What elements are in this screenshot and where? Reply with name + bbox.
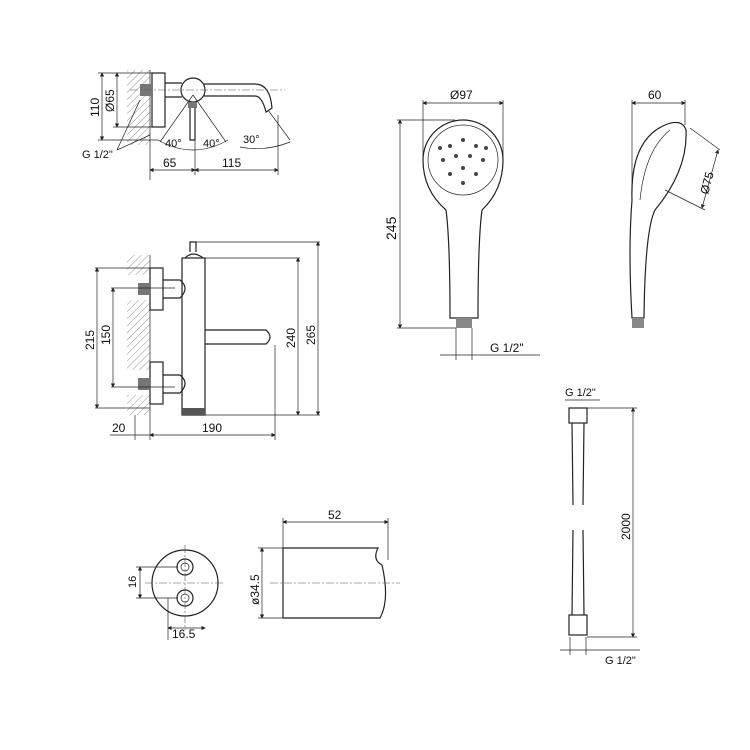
dim-115: 115 bbox=[222, 156, 241, 170]
dim-52: 52 bbox=[328, 508, 342, 522]
dim-d65: Ø65 bbox=[103, 89, 117, 112]
dim-240: 240 bbox=[284, 328, 298, 348]
dim-d97: Ø97 bbox=[450, 88, 473, 102]
dim-20: 20 bbox=[112, 421, 126, 435]
mixer-view: 215 150 240 265 20 190 bbox=[83, 241, 321, 440]
dim-190: 190 bbox=[202, 421, 222, 435]
angle-spout: 30° bbox=[243, 134, 260, 146]
holder-side: ø34.5 52 bbox=[248, 508, 400, 619]
thread-label: G 1/2" bbox=[82, 149, 113, 161]
angle-right: 40° bbox=[203, 138, 220, 150]
spray-nozzles bbox=[438, 138, 488, 185]
dim-65: 65 bbox=[163, 156, 177, 170]
dim-265: 265 bbox=[304, 325, 318, 345]
hand-shower-side: 60 Ø75 bbox=[629, 88, 721, 328]
angle-left: 40° bbox=[165, 138, 182, 150]
dim-215: 215 bbox=[83, 330, 97, 350]
thread-label: G 1/2" bbox=[490, 341, 524, 355]
flange bbox=[151, 72, 166, 128]
dim-d34-5: ø34.5 bbox=[248, 574, 262, 605]
dim-16-5: 16.5 bbox=[172, 627, 196, 641]
dim-150: 150 bbox=[99, 325, 113, 345]
dim-245: 245 bbox=[383, 216, 399, 240]
wall-hatch bbox=[127, 70, 150, 145]
thread-top-label: G 1/2" bbox=[565, 387, 596, 399]
thread-bottom-label: G 1/2" bbox=[605, 655, 636, 667]
dim-60: 60 bbox=[648, 88, 662, 102]
dim-2000: 2000 bbox=[619, 513, 633, 540]
holder-plate: 16 16.5 bbox=[127, 545, 225, 641]
dim-16: 16 bbox=[127, 576, 139, 588]
spout-view: 110 Ø65 G 1/2" 40° 40° 30° 65 115 bbox=[82, 70, 291, 180]
shower-hose: G 1/2" 2000 G 1/2" bbox=[560, 387, 640, 667]
spout bbox=[204, 83, 273, 113]
dim-d75: Ø75 bbox=[697, 170, 716, 196]
lever bbox=[205, 329, 271, 345]
dim-110: 110 bbox=[88, 98, 102, 117]
mixer-body bbox=[181, 257, 206, 416]
hand-shower-front: Ø97 245 G 1/2" bbox=[383, 88, 540, 360]
